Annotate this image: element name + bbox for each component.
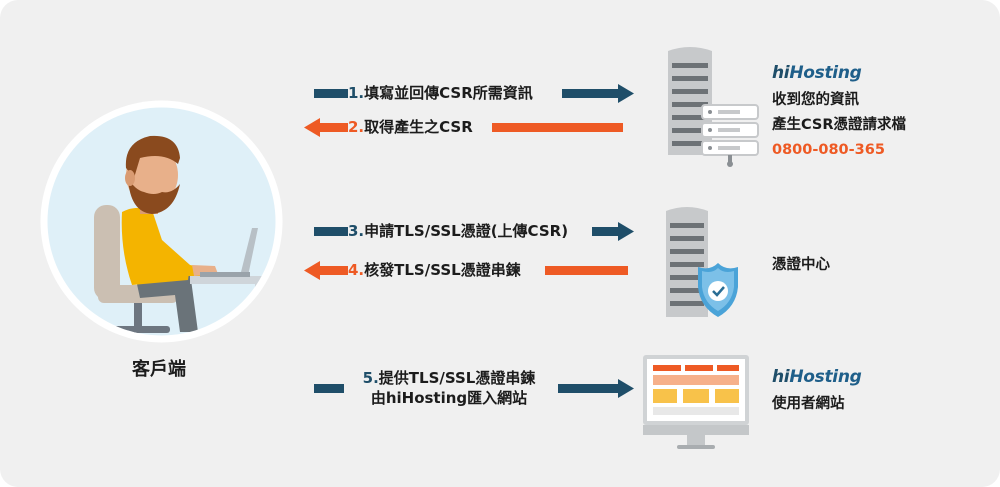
step-5-label: 5.提供TLS/SSL憑證串鍊 由hiHosting匯入網站	[346, 368, 552, 408]
step-1-arrow-right-icon	[562, 84, 634, 103]
step-4-arrow-left-icon	[304, 261, 348, 280]
server-shield-icon	[666, 207, 738, 317]
hihosting-logo-top: hiHosting	[772, 63, 862, 83]
step-5-text-line2: 由hiHosting匯入網站	[370, 389, 528, 407]
step-2-text: 取得產生之CSR	[364, 118, 473, 136]
step-2-arrow-right-segment	[492, 123, 623, 132]
step-5-text-line1: 提供TLS/SSL憑證串鍊	[378, 369, 536, 387]
step-3-text: 申請TLS/SSL憑證(上傳CSR)	[364, 222, 569, 240]
step-2-label: 2.取得產生之CSR	[348, 117, 473, 137]
hihosting-logo-bottom-suffix: Hosting	[789, 367, 862, 387]
step-5-number: 5.	[362, 369, 379, 387]
step-3-arrow-right-icon	[592, 222, 634, 241]
step-4-arrow-right-segment	[545, 266, 628, 275]
step-4-label: 4.核發TLS/SSL憑證串鍊	[348, 260, 521, 280]
hihosting-logo-bottom: hiHosting	[772, 367, 862, 387]
client-avatar	[40, 100, 283, 343]
hihosting-server-info: 收到您的資訊 產生CSR憑證請求檔 0800-080-365	[772, 88, 906, 163]
hihosting-phone: 0800-080-365	[772, 142, 885, 158]
hihosting-server-line1: 收到您的資訊	[772, 92, 859, 108]
step-1-number: 1.	[348, 84, 365, 102]
step-5-arrow-right-icon	[558, 379, 634, 398]
hihosting-logo-top-prefix: hi	[772, 63, 790, 83]
step-4-text: 核發TLS/SSL憑證串鍊	[364, 261, 521, 279]
step-5-arrow-left-segment	[314, 384, 344, 393]
step-1-arrow-left-segment	[314, 89, 348, 98]
hihosting-logo-bottom-prefix: hi	[772, 367, 790, 387]
ca-label: 憑證中心	[772, 257, 830, 273]
monitor-website-icon	[643, 355, 749, 449]
step-4-number: 4.	[348, 261, 365, 279]
step-1-text: 填寫並回傳CSR所需資訊	[364, 84, 533, 102]
hihosting-server-line2: 產生CSR憑證請求檔	[772, 117, 907, 133]
step-1-label: 1.填寫並回傳CSR所需資訊	[348, 83, 533, 103]
person-at-laptop-icon	[40, 100, 283, 343]
step-3-number: 3.	[348, 222, 365, 240]
step-3-arrow-left-segment	[314, 227, 348, 236]
step-3-label: 3.申請TLS/SSL憑證(上傳CSR)	[348, 221, 568, 241]
client-label: 客戶端	[132, 359, 186, 380]
website-label: 使用者網站	[772, 396, 845, 412]
server-stack-icon	[668, 47, 759, 167]
hihosting-logo-top-suffix: Hosting	[789, 63, 862, 83]
step-2-arrow-left-icon	[304, 118, 348, 137]
step-2-number: 2.	[348, 118, 365, 136]
